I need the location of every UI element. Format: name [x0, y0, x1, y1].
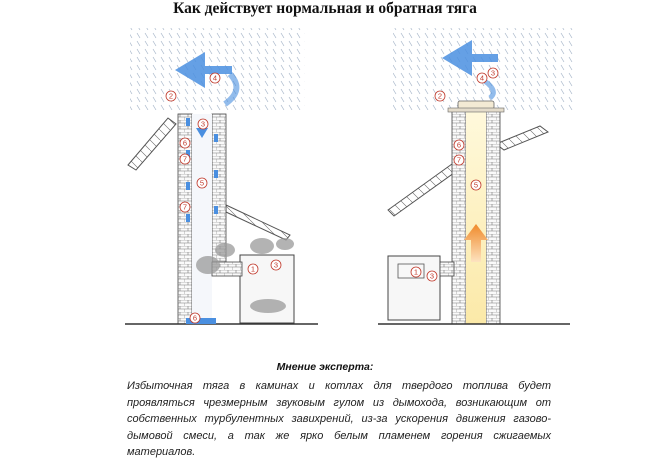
markers-left: 2 4 3 6 7 5 7 1 3 6: [165, 72, 282, 324]
chimney-wall-right: [485, 109, 501, 325]
marker: [179, 201, 191, 213]
marker-label: 1: [251, 265, 255, 274]
marker-label: 5: [474, 181, 478, 190]
chimney-flue: [466, 110, 486, 324]
marker: [165, 90, 177, 102]
panel-reverse-draft: [378, 28, 573, 325]
roof: [225, 204, 291, 241]
marker: [410, 266, 422, 278]
marker-label: 7: [457, 156, 461, 165]
wind-swirl: [223, 71, 240, 107]
stove-connector: [439, 261, 455, 277]
marker: [434, 90, 446, 102]
smoke-cloud: [196, 238, 294, 313]
marker-label: 6: [183, 139, 187, 148]
base-marker: [186, 318, 216, 324]
stove-window: [397, 263, 425, 279]
marker-label: 4: [480, 74, 484, 83]
marker: [487, 67, 499, 79]
marker: [270, 259, 282, 271]
panel-normal-draft: [125, 28, 318, 325]
marker-label: 6: [193, 314, 197, 323]
marker-label: 4: [213, 74, 217, 83]
marker-label: 7: [183, 155, 187, 164]
marker-label: 3: [491, 69, 495, 78]
airflow-arrow-icon: [196, 128, 208, 138]
wind-arrow-icon: [442, 40, 498, 76]
marker-label: 7: [183, 203, 187, 212]
chimney-flue: [192, 114, 212, 324]
marker: [426, 270, 438, 282]
marker-label: 5: [200, 179, 204, 188]
rain-area: [393, 28, 573, 110]
marker-label: 6: [457, 141, 461, 150]
expert-heading: Мнение эксперта:: [276, 361, 374, 373]
wind-arrow-icon: [175, 52, 232, 88]
marker: [470, 179, 482, 191]
marker: [453, 154, 465, 166]
marker-label: 2: [169, 92, 173, 101]
marker: [179, 137, 191, 149]
markers-right: 2 4 3 6 7 5 1 3: [410, 67, 499, 282]
expert-text: Избыточная тяга в каминах и котлах для т…: [127, 380, 551, 459]
downdraft-marks: [186, 118, 218, 222]
marker-label: 1: [414, 268, 418, 277]
marker: [453, 139, 465, 151]
marker: [476, 72, 488, 84]
roof: [387, 163, 459, 217]
marker-label: 3: [201, 120, 205, 129]
marker: [209, 72, 221, 84]
roof: [494, 125, 550, 151]
chimney-cap: [447, 107, 505, 113]
marker: [196, 177, 208, 189]
page-title: Как действует нормальная и обратная тяга: [173, 0, 477, 17]
marker-label: 3: [274, 261, 278, 270]
marker: [179, 153, 191, 165]
marker: [247, 263, 259, 275]
roof: [127, 117, 177, 171]
marker: [197, 118, 209, 130]
stove-box: [387, 255, 441, 321]
marker: [189, 312, 201, 324]
marker-label: 3: [430, 272, 434, 281]
marker-label: 2: [438, 92, 442, 101]
airflow-arrow-icon: [464, 224, 488, 262]
